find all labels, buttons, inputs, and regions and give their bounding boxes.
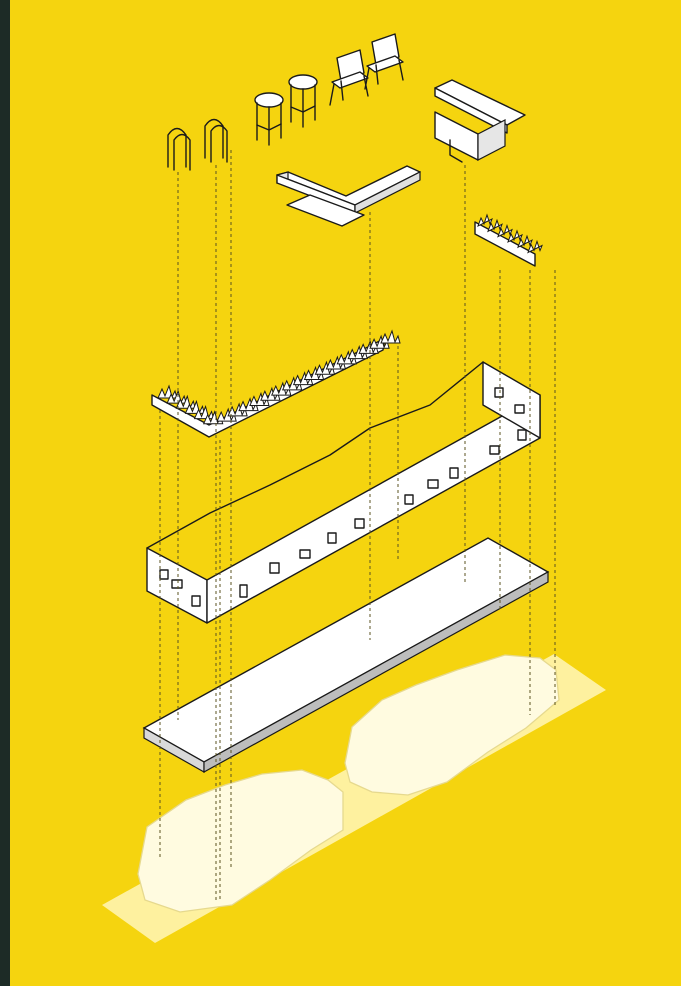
wall-window — [160, 570, 168, 579]
wall-window — [240, 585, 247, 597]
wall-window — [300, 550, 310, 558]
background-fill — [10, 0, 681, 986]
right-margin — [681, 0, 691, 986]
wall-window — [172, 580, 182, 588]
left-edge-strip — [0, 0, 10, 986]
wall-window — [515, 405, 524, 413]
wall-window — [450, 468, 458, 478]
wall-window — [270, 563, 279, 573]
wall-window — [355, 519, 364, 528]
axonometric-drawing — [10, 0, 681, 986]
wall-window — [495, 388, 503, 397]
wall-window — [518, 430, 526, 440]
wall-window — [428, 480, 438, 488]
yellow-panel — [10, 0, 681, 986]
wall-window — [328, 533, 336, 543]
wall-window — [490, 446, 499, 454]
wall-window — [405, 495, 413, 504]
wall-window — [192, 596, 200, 606]
